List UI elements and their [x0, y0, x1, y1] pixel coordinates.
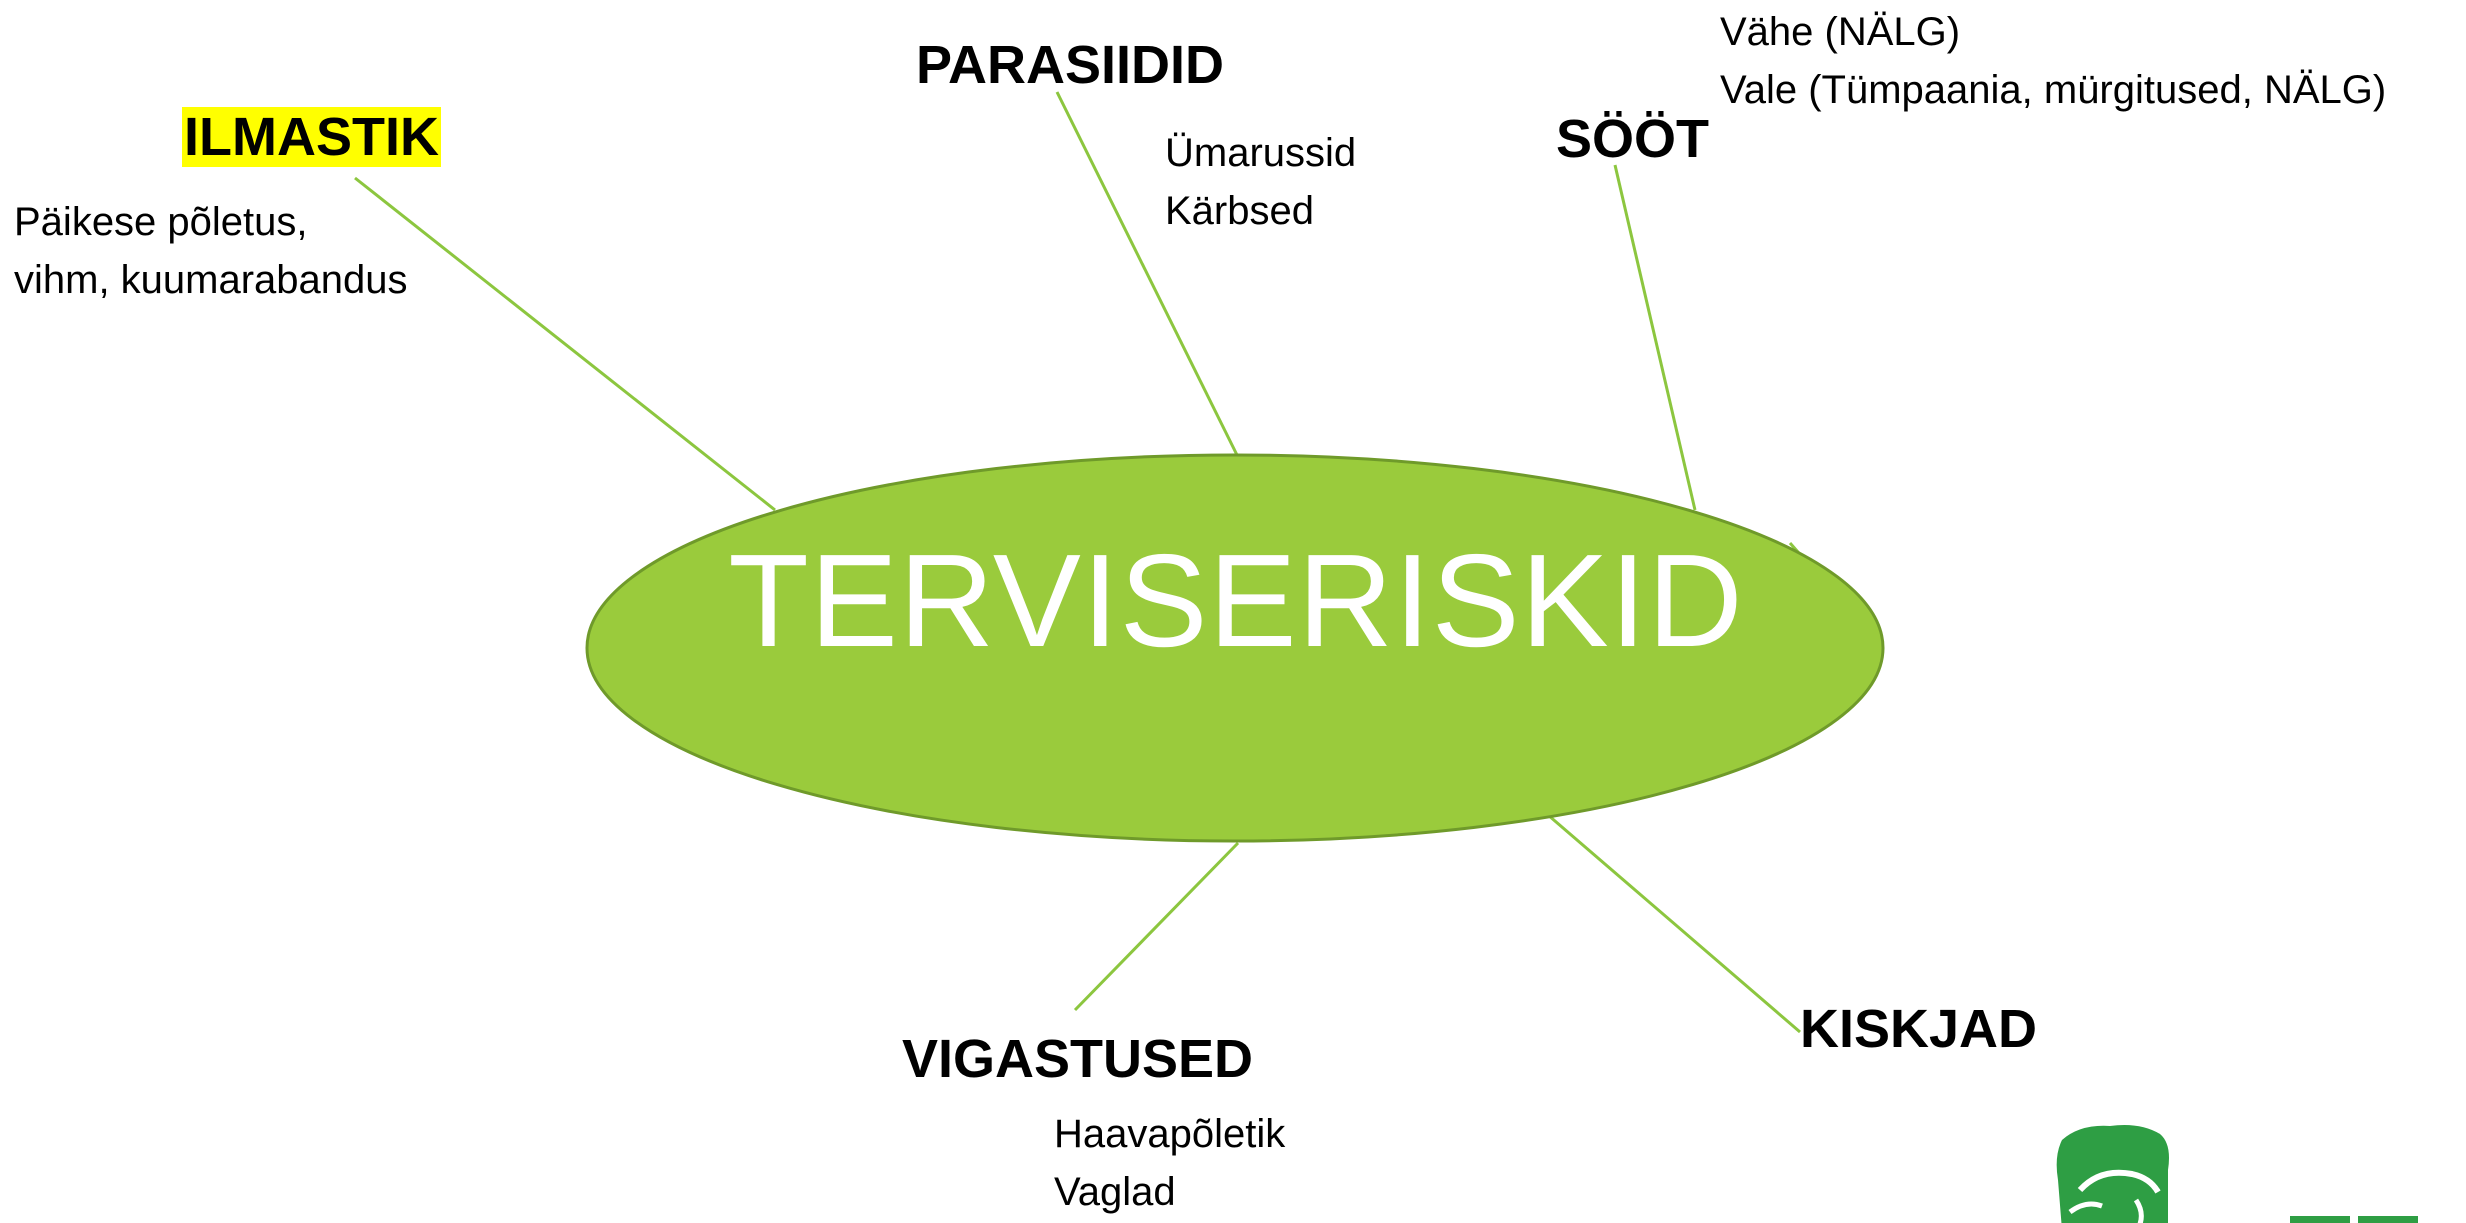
- parasiidid-title: PARASIIDID: [916, 35, 1225, 95]
- vigastused-item: Vaglad: [1054, 1170, 1176, 1214]
- vigastused-title: VIGASTUSED: [902, 1029, 1254, 1089]
- ilmastik-item: Päikese põletus,: [14, 200, 308, 244]
- sheep-logo-icon: [2056, 1125, 2418, 1223]
- connector-ilmastik: [354, 176, 776, 512]
- connector-vigastused: [1073, 841, 1240, 1012]
- parasiidid-notes: Ümarussid Kärbsed: [1165, 124, 1356, 240]
- soot-title: SÖÖT: [1556, 109, 1710, 169]
- center-ellipse: [585, 453, 1885, 843]
- kiskjad-title: KISKJAD: [1800, 999, 2038, 1059]
- connector-soot: [1613, 164, 1697, 511]
- vigastused-item: Haavapõletik: [1054, 1112, 1286, 1156]
- ilmastik-title: ILMASTIK: [182, 107, 441, 167]
- vigastused-notes: Haavapõletik Vaglad: [1054, 1105, 1285, 1221]
- soot-notes: Vähe (NÄLG) Vale (Tümpaania, mürgitused,…: [1720, 3, 2386, 119]
- connector-parasiidid: [1055, 91, 1239, 456]
- ilmastik-heading: ILMASTIK: [182, 107, 441, 167]
- soot-item: Vähe (NÄLG): [1720, 10, 1961, 54]
- ilmastik-item: vihm, kuumarabandus: [14, 258, 408, 302]
- parasiidid-item: Kärbsed: [1165, 189, 1314, 233]
- ilmastik-notes: Päikese põletus, vihm, kuumarabandus: [14, 193, 408, 309]
- center-label: TERVISERISKID: [728, 527, 1744, 674]
- parasiidid-item: Ümarussid: [1165, 131, 1357, 175]
- soot-item: Vale (Tümpaania, mürgitused, NÄLG): [1720, 68, 2387, 112]
- connector-kiskjad: [1547, 813, 1801, 1034]
